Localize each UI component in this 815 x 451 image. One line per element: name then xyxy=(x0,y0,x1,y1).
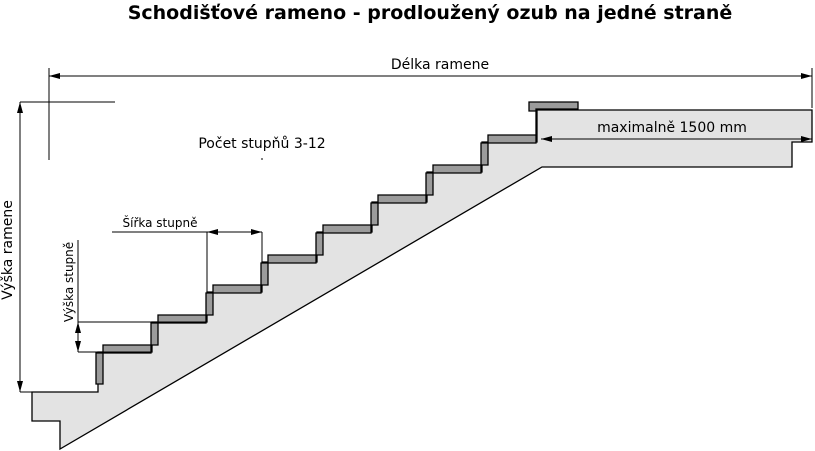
max-length-dimension: maximalně 1500 mm xyxy=(541,120,812,142)
step-count-label: Počet stupňů 3-12 xyxy=(198,136,325,152)
step-width-dimension: Šířka stupně xyxy=(112,215,263,292)
length-dimension: Délka ramene xyxy=(48,57,813,160)
step-height-dimension: Výška stupně xyxy=(62,240,207,353)
flight-height-label: Výška ramene xyxy=(0,200,16,300)
step-width-label: Šířka stupně xyxy=(123,215,198,230)
stair-flight-body xyxy=(31,109,813,451)
max-length-label: maximalně 1500 mm xyxy=(597,120,747,136)
length-label: Délka ramene xyxy=(391,57,489,73)
flight-height-dimension: Výška ramene xyxy=(0,102,32,393)
step-finish-layer xyxy=(95,101,579,385)
diagram-title: Schodišťové rameno - prodloužený ozub na… xyxy=(128,2,733,24)
step-height-label: Výška stupně xyxy=(62,242,76,322)
